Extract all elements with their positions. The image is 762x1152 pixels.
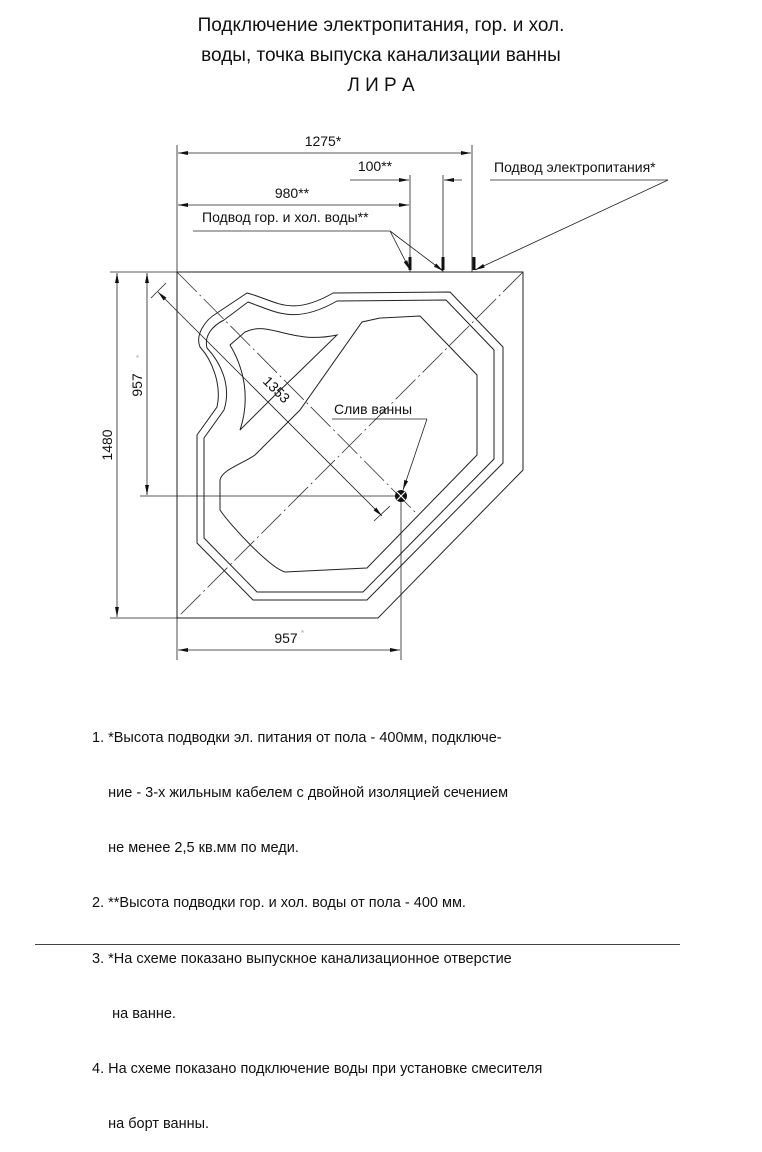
bath-connection-drawing: 1275* 980** 100** Подвод гор. и хол. вод… bbox=[99, 133, 669, 660]
bath-basin bbox=[229, 328, 339, 431]
note-line: 3. *На схеме показано выпускное канализа… bbox=[92, 950, 512, 967]
dim-1353-label: 1353 bbox=[260, 373, 293, 406]
title-line-1: Подключение электропитания, гор. и хол. bbox=[197, 15, 565, 36]
dim-957-horizontal-label: 957 bbox=[274, 630, 298, 646]
water-label: Подвод гор. и хол. воды** bbox=[202, 209, 369, 225]
dim-957-vertical-label: 957 bbox=[129, 373, 145, 397]
note-line: на ванне. bbox=[92, 1005, 176, 1022]
centerline-diagonal-1 bbox=[176, 271, 416, 513]
note-line: не менее 2,5 кв.мм по меди. bbox=[92, 840, 299, 857]
faint-mark-2: * bbox=[301, 629, 304, 638]
bath-footprint bbox=[176, 271, 524, 619]
drain-label: Слив ванны bbox=[334, 401, 412, 417]
notes-list: 1. *Высота подводки эл. питания от пола … bbox=[92, 692, 542, 1152]
drain-icon bbox=[395, 490, 407, 502]
centerline-diagonal-2 bbox=[176, 271, 524, 619]
note-line: на борт ванны. bbox=[92, 1116, 210, 1133]
dim-980-label: 980** bbox=[275, 185, 310, 201]
note-line: 4. На схеме показано подключение воды пр… bbox=[92, 1061, 543, 1078]
dim-1275-label: 1275* bbox=[305, 133, 342, 149]
dim-100-label: 100** bbox=[358, 158, 393, 174]
note-line: 1. *Высота подводки эл. питания от пола … bbox=[92, 729, 502, 746]
faint-mark: * bbox=[135, 355, 144, 358]
dim-1480-label: 1480 bbox=[99, 429, 115, 460]
title-line-2: воды, точка выпуска канализации ванны bbox=[201, 45, 561, 66]
bottom-divider bbox=[35, 944, 680, 945]
dim-1353 bbox=[157, 291, 383, 517]
title-line-3: Л И Р А bbox=[347, 75, 415, 96]
note-line: 2. **Высота подводки гор. и хол. воды от… bbox=[92, 895, 466, 912]
note-line: ние - 3-х жильным кабелем с двойной изол… bbox=[92, 785, 509, 802]
power-label: Подвод электропитания* bbox=[494, 159, 656, 175]
